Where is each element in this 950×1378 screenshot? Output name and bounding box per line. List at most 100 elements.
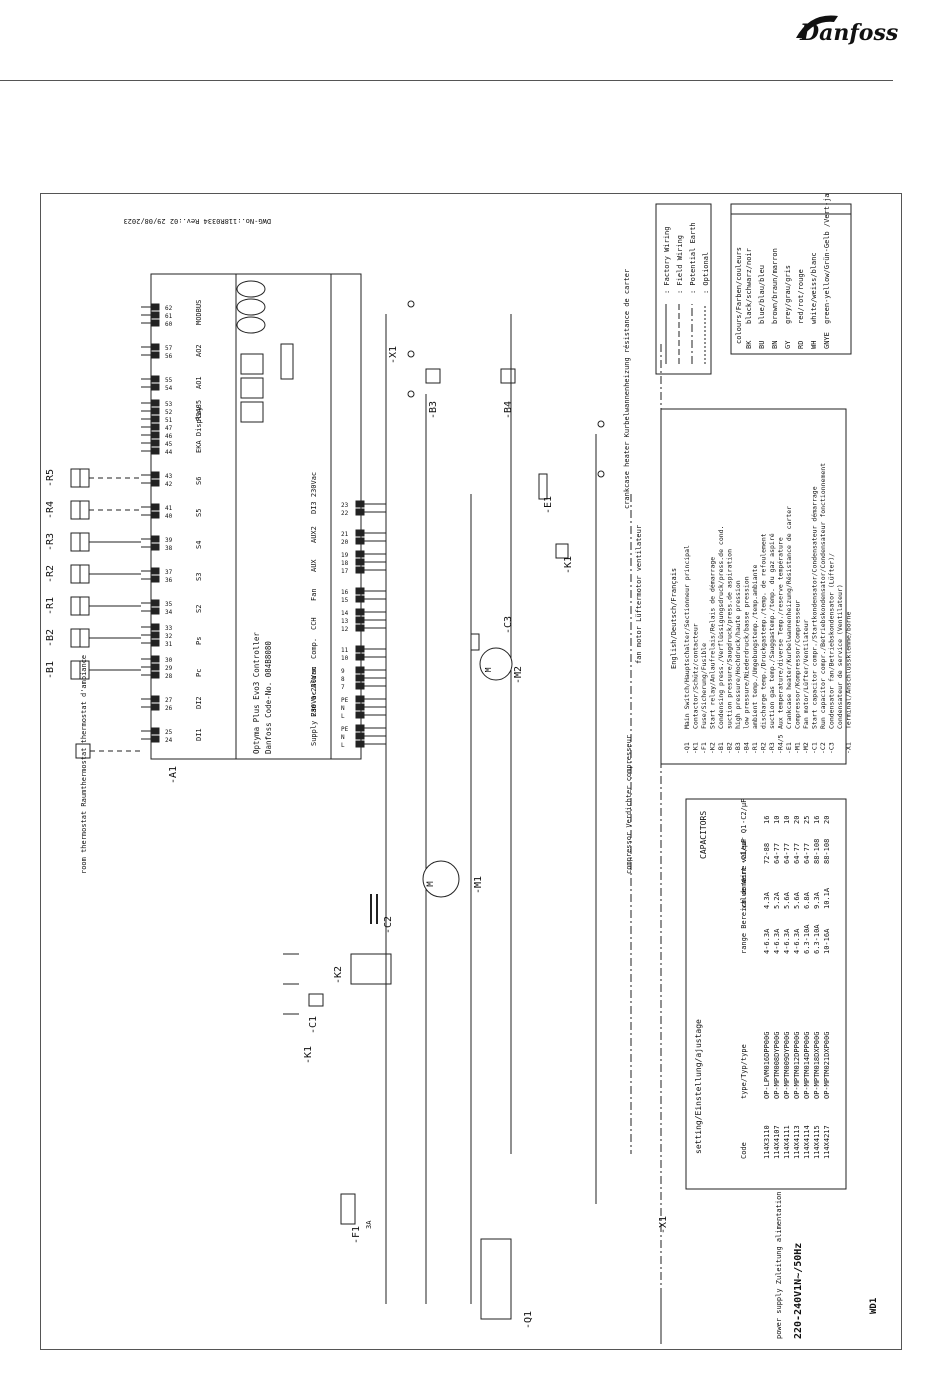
pin-number: 56 (165, 353, 173, 360)
legend-text: Condensateur de service (Ventilateur) (836, 584, 844, 729)
terminal-pin (150, 383, 160, 391)
terminal-group-label: S5 (195, 509, 203, 517)
crankcase-heater-label: crankcase heater Kurbelwannenheizung rés… (623, 269, 631, 509)
legend-ref: -F1 (700, 742, 708, 754)
terminal-pin (150, 695, 160, 703)
display-digit (240, 401, 264, 423)
power-pin (355, 500, 365, 508)
fuse-F1 (340, 1193, 356, 1225)
settings-cell: 5.6A (793, 891, 801, 909)
settings-cell: 114X4113 (793, 1125, 801, 1159)
k2-label: -K2 (333, 966, 344, 984)
legend-text: Terminal/Anschlussklemme/borne (845, 612, 853, 729)
terminal (597, 420, 605, 428)
power-pin (355, 558, 365, 566)
legend-text: Condensator fan/Betriebskondensator (Lüf… (828, 553, 836, 729)
power-pin-number: L (341, 713, 345, 720)
settings-cell: OP-MPTM014DPP00G (803, 1032, 811, 1099)
pin-number: 55 (165, 377, 173, 384)
settings-cell: OP-MPTM018DXP00G (813, 1032, 821, 1099)
terminal-group-label: EKA Display (195, 407, 203, 453)
power-pin-number: 21 (341, 531, 349, 538)
colour-code: BN (771, 341, 779, 349)
terminal (597, 470, 605, 478)
terminal-pin (150, 511, 160, 519)
led-button (236, 298, 266, 316)
terminal-pin (150, 423, 160, 431)
pin-number: 41 (165, 505, 173, 512)
terminal-pin (150, 631, 160, 639)
component-legend-title: English/Deutsch/Français (670, 568, 678, 669)
controller-ref: -A1 (168, 766, 179, 784)
power-pin (355, 608, 365, 616)
power-pin-number: PE (341, 697, 349, 704)
terminal-group-label: MODBUS (195, 300, 203, 325)
display-digit (240, 353, 264, 375)
terminal-pin (150, 703, 160, 711)
sensor-ref: -R2 (45, 565, 56, 583)
power-pin-number: 19 (341, 552, 349, 559)
sheet-id: WD1 (869, 1298, 879, 1314)
power-pin-number: 10 (341, 655, 349, 662)
power-group-label: Fan (310, 588, 318, 601)
terminal-group-label: S2 (195, 605, 203, 613)
pin-number: 29 (165, 665, 173, 672)
wiring-legend-box (655, 203, 712, 375)
legend-text: Compressor/Kompressor/Compresseur (794, 600, 802, 729)
terminal-pin (150, 599, 160, 607)
settings-cell: 4-6.3A (773, 928, 781, 954)
power-pin-number: 14 (341, 610, 349, 617)
settings-cell: OP-MPTM008DYP00G (773, 1032, 781, 1099)
settings-cell: 88-108 (823, 839, 831, 864)
power-pin-number: 18 (341, 560, 349, 567)
power-pin (355, 666, 365, 674)
legend-text: ambient temp./Umgebungstemp./temp.ambian… (751, 565, 759, 729)
header-divider (0, 80, 893, 81)
power-pin-number: 11 (341, 647, 349, 654)
power-pin-number: 8 (341, 676, 345, 683)
pin-number: 26 (165, 705, 173, 712)
settings-header: range Bereich domaine (740, 865, 748, 954)
controller-code: Danfoss Code-No. 084B8080 (264, 641, 273, 754)
terminal-group-label: AO1 (195, 376, 203, 389)
legend-ref: -E1 (785, 742, 793, 754)
terminal-pin (150, 407, 160, 415)
terminal-pin (150, 447, 160, 455)
terminal-pin (150, 415, 160, 423)
legend-ref: -M2 (802, 742, 810, 754)
pin-number: 35 (165, 601, 173, 608)
room-thermostat-label: room thermostat Raumthermostat thermosta… (80, 655, 88, 874)
terminal-x1 (407, 350, 415, 358)
terminal-pin (150, 319, 160, 327)
power-pin (355, 740, 365, 748)
q1-label: -Q1 (523, 1311, 534, 1329)
pin-number: 62 (165, 305, 173, 312)
terminal-group-label: DI1 (195, 728, 203, 741)
colour-code: BU (758, 341, 766, 349)
legend-text: discharge temp./Druckgastemp./temp. de r… (760, 533, 768, 729)
sensor-ref: -R1 (45, 597, 56, 615)
pin-number: 24 (165, 737, 173, 744)
b4-label: -B4 (503, 401, 514, 419)
power-pin (355, 653, 365, 661)
pin-number: 60 (165, 321, 173, 328)
power-group-label: AUX2 (310, 526, 318, 543)
settings-cell: 114X4107 (773, 1125, 781, 1159)
terminal-pin (150, 623, 160, 631)
main-switch-Q1 (480, 1238, 512, 1320)
pin-number: 47 (165, 425, 173, 432)
fan-motor-M2 (479, 647, 513, 681)
power-pin (355, 674, 365, 682)
fuse-rating: 3A (365, 1220, 373, 1229)
led-button (236, 316, 266, 334)
settings-cell: OP-LPVM016DPP00G (763, 1032, 771, 1099)
pin-number: 44 (165, 449, 173, 456)
power-pin-number: 16 (341, 589, 349, 596)
pin-number: 36 (165, 577, 173, 584)
pin-number: 34 (165, 609, 173, 616)
k1-contacts-label: -K1 (303, 1046, 314, 1064)
power-pin (355, 703, 365, 711)
k1-label: -K1 (563, 556, 574, 574)
legend-ref: -C2 (819, 742, 827, 754)
terminal-pin (150, 431, 160, 439)
